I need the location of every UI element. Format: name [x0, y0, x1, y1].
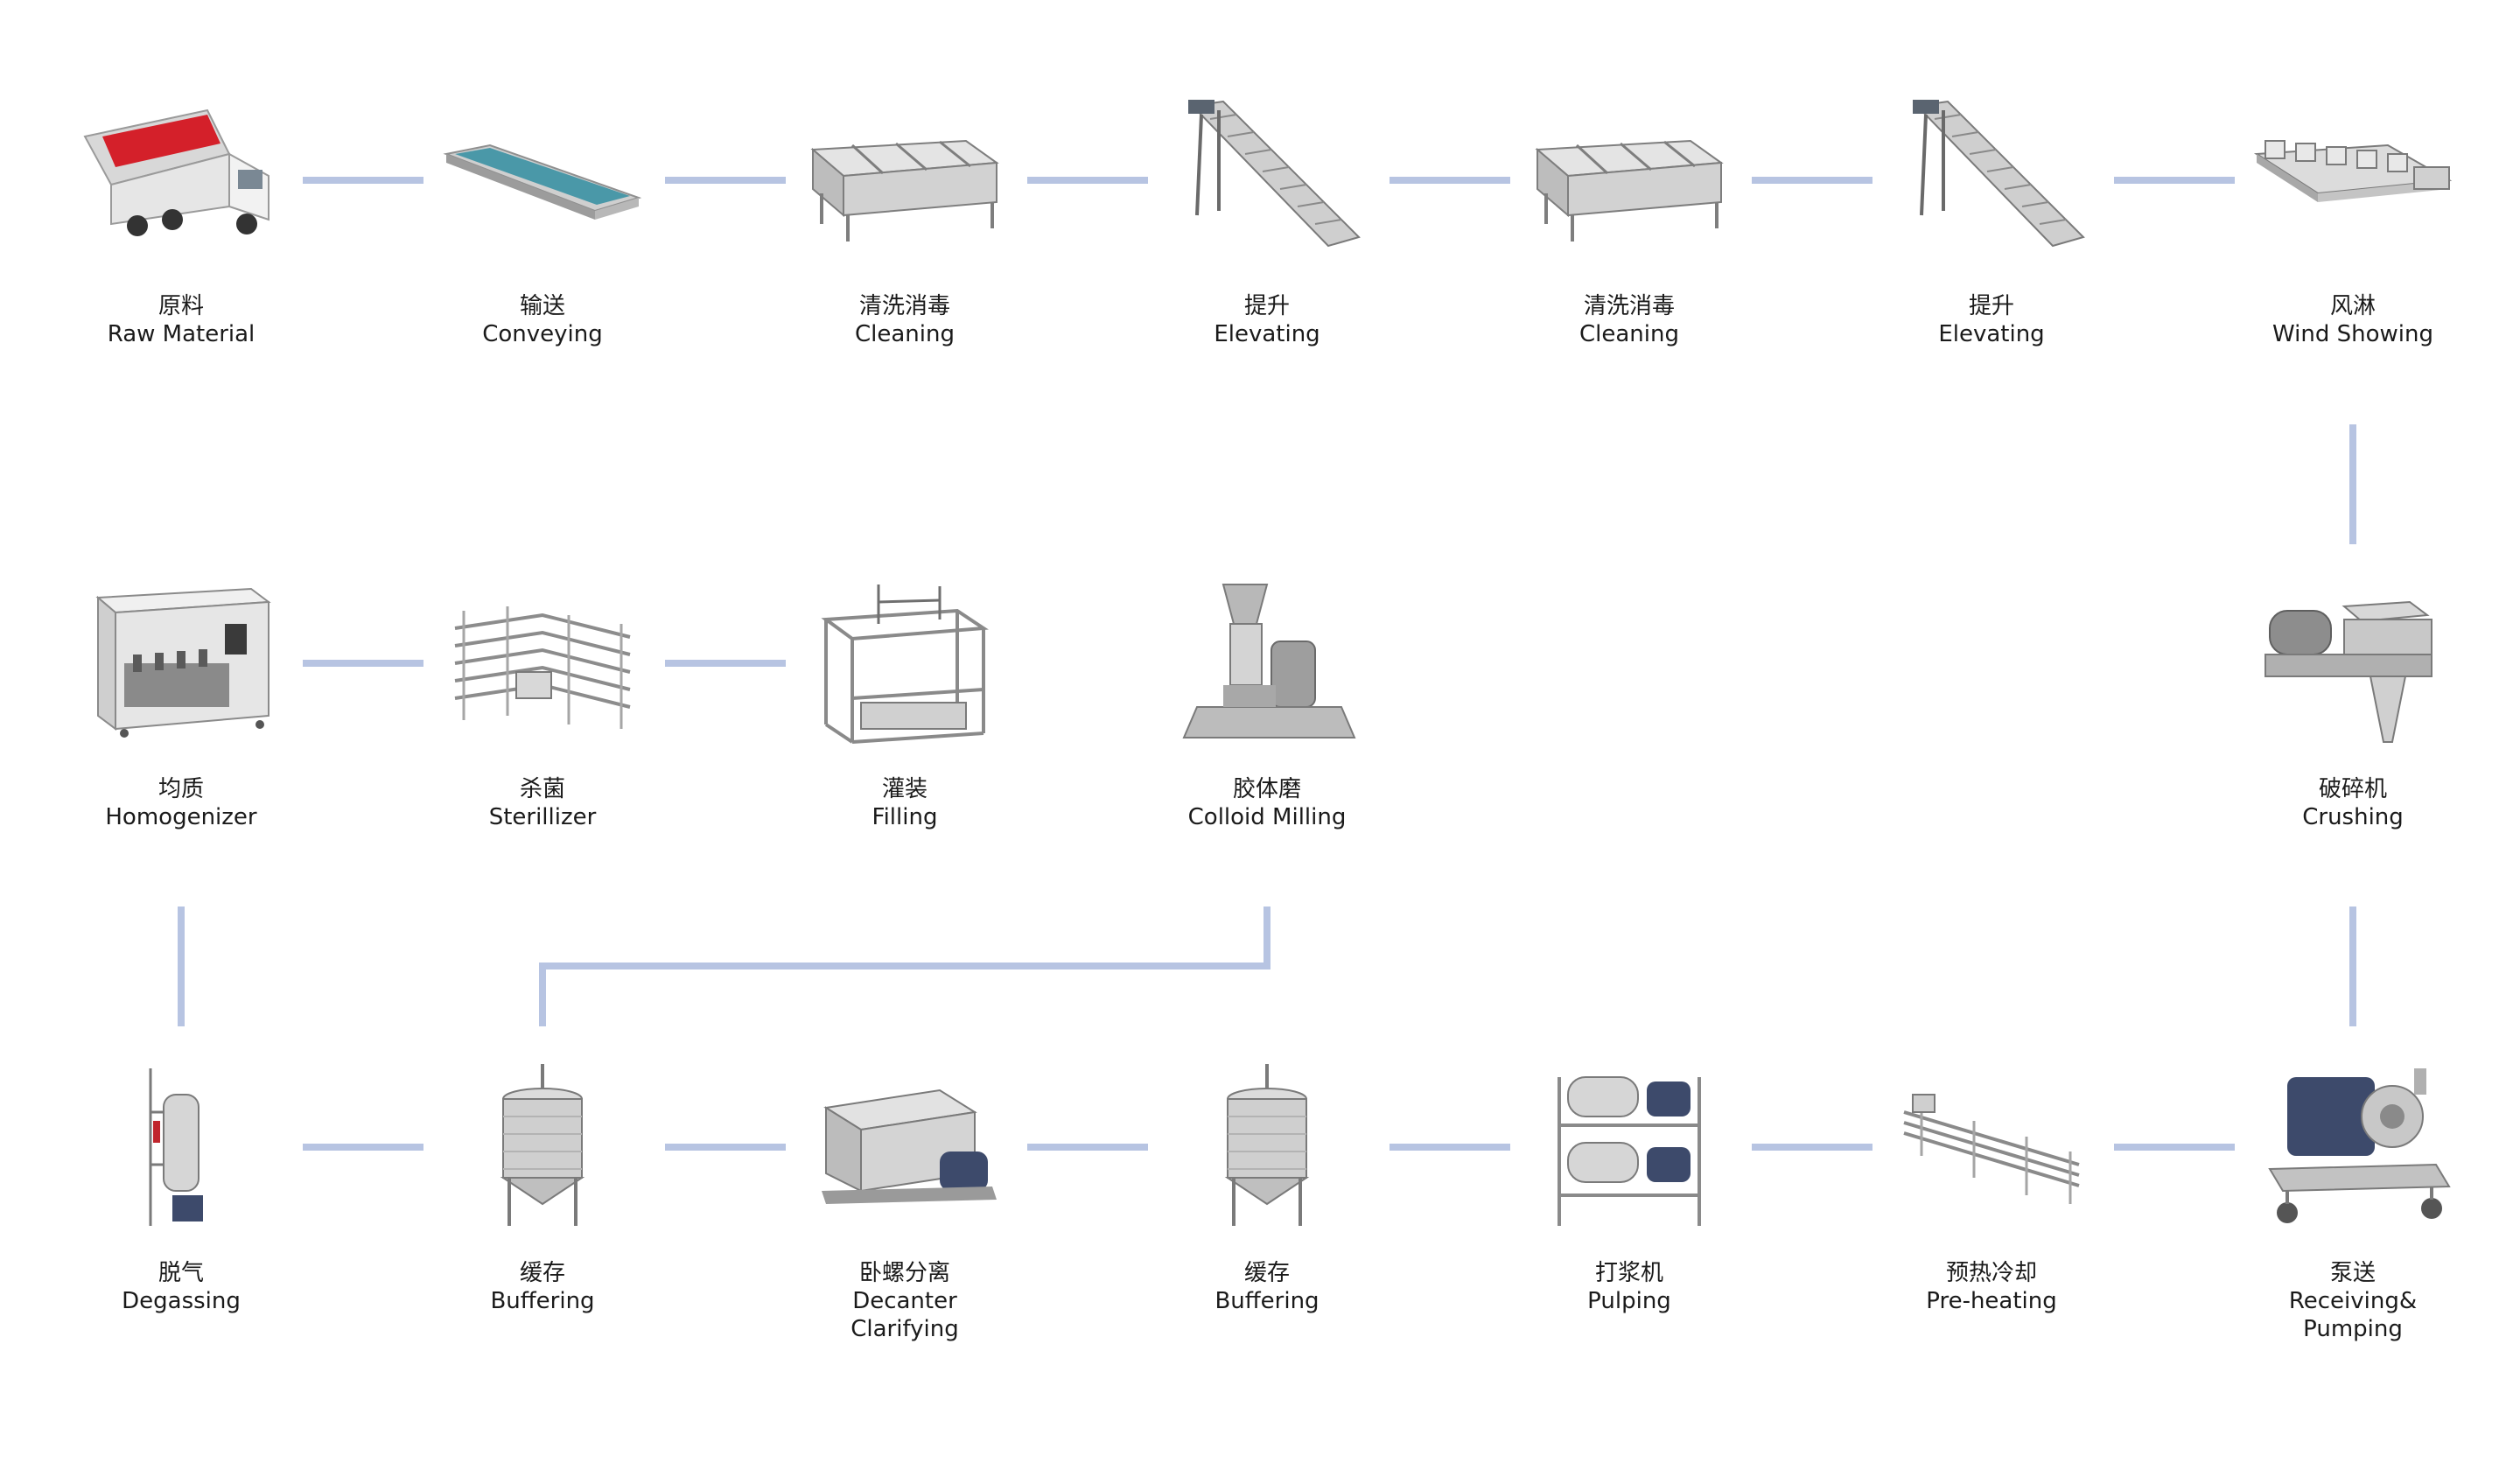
step-conveying: 输送 Conveying	[376, 93, 709, 348]
step-label-en: Crushing	[2302, 804, 2404, 830]
step-label-cn: 风淋	[2329, 293, 2376, 319]
step-label-en: Cleaning	[1579, 321, 1679, 347]
degasser-icon	[149, 1068, 203, 1226]
tube-heater-icon	[1903, 1094, 2080, 1204]
step-elevating-1: 提升 Elevating	[1101, 93, 1433, 348]
step-elevating-2: 提升 Elevating	[1825, 93, 2158, 348]
washing-tank-icon	[1535, 139, 1724, 242]
step-decanter: 卧螺分离 Decanter Clarifying	[738, 1060, 1071, 1343]
belt-conveyor-icon	[443, 144, 642, 220]
step-label-cn: 清洗消毒	[858, 293, 950, 319]
step-label-cn: 提升	[1968, 293, 2014, 319]
step-label-en: Sterillizer	[488, 804, 597, 830]
homogenizer-icon	[95, 587, 271, 738]
step-label-en: Decanter	[852, 1288, 957, 1314]
step-label-cn: 均质	[158, 776, 204, 802]
sterilizer-icon	[454, 606, 631, 729]
step-label-cn: 泵送	[2329, 1260, 2376, 1286]
pulper-icon	[1558, 1076, 1701, 1226]
step-cleaning-2: 清洗消毒 Cleaning	[1463, 93, 1796, 348]
step-label-en-2: Pumping	[2303, 1316, 2403, 1342]
elevator-conveyor-icon	[1188, 100, 1361, 248]
step-degassing: 脱气 Degassing	[15, 1060, 347, 1315]
step-sterilizer: 杀菌 Sterillizer	[376, 576, 709, 831]
buffer-tank-icon	[500, 1064, 585, 1226]
pump-cart-icon	[2268, 1068, 2451, 1223]
step-wind-showing: 风淋 Wind Showing	[2187, 93, 2519, 348]
step-label-cn: 杀菌	[519, 776, 565, 802]
decanter-icon	[822, 1088, 997, 1204]
step-crushing: 破碎机 Crushing	[2187, 576, 2519, 831]
step-label-cn: 提升	[1243, 293, 1290, 319]
step-label-en: Homogenizer	[105, 804, 257, 830]
air-shower-icon	[2253, 140, 2453, 202]
step-label-en: Elevating	[1938, 321, 2045, 347]
step-label-cn: 预热冷却	[1945, 1260, 2037, 1286]
step-label-cn: 灌装	[881, 776, 928, 802]
step-label-en-2: Clarifying	[850, 1316, 959, 1342]
step-receiving-pumping: 泵送 Receiving& Pumping	[2187, 1060, 2519, 1343]
step-colloid-milling: 胶体磨 Colloid Milling	[1101, 576, 1433, 831]
step-label-cn: 原料	[158, 293, 204, 319]
step-label-en: Filling	[872, 804, 938, 830]
buffer-tank-icon	[1224, 1064, 1310, 1226]
filling-frame-icon	[821, 584, 989, 744]
step-buffering-2: 缓存 Buffering	[1101, 1060, 1433, 1315]
step-label-en: Conveying	[482, 321, 603, 347]
step-label-en: Colloid Milling	[1187, 804, 1347, 830]
step-label-cn: 打浆机	[1594, 1260, 1663, 1286]
connector	[539, 906, 1270, 1026]
step-label-en: Elevating	[1214, 321, 1320, 347]
step-label-cn: 胶体磨	[1232, 776, 1301, 802]
step-pulping: 打浆机 Pulping	[1463, 1060, 1796, 1315]
step-label-en: Pulping	[1587, 1288, 1671, 1314]
step-raw-material: 原料 Raw Material	[15, 93, 347, 348]
step-label-en: Buffering	[1214, 1288, 1320, 1314]
step-label-en: Cleaning	[855, 321, 955, 347]
step-cleaning-1: 清洗消毒 Cleaning	[738, 93, 1071, 348]
step-label-en: Wind Showing	[2272, 321, 2433, 347]
step-label-en: Raw Material	[107, 321, 256, 347]
step-label-cn: 卧螺分离	[858, 1260, 950, 1286]
step-filling: 灌装 Filling	[738, 576, 1071, 831]
step-label-cn: 缓存	[1243, 1260, 1290, 1286]
step-label-cn: 缓存	[519, 1260, 565, 1286]
truck-icon	[83, 108, 270, 236]
step-label-en: Degassing	[122, 1288, 241, 1314]
step-label-en: Receiving&	[2288, 1288, 2418, 1314]
step-label-cn: 破碎机	[2318, 776, 2387, 802]
step-label-cn: 输送	[519, 293, 565, 319]
step-homogenizer: 均质 Homogenizer	[15, 576, 347, 831]
crusher-icon	[2264, 600, 2432, 743]
step-label-en: Buffering	[490, 1288, 595, 1314]
step-label-cn: 清洗消毒	[1583, 293, 1675, 319]
step-label-cn: 脱气	[158, 1260, 204, 1286]
step-buffering-1: 缓存 Buffering	[376, 1060, 709, 1315]
colloid-mill-icon	[1182, 584, 1356, 738]
elevator-conveyor-icon	[1913, 100, 2085, 248]
step-pre-heating: 预热冷却 Pre-heating	[1825, 1060, 2158, 1315]
washing-tank-icon	[810, 139, 999, 242]
step-label-en: Pre-heating	[1926, 1288, 2057, 1314]
